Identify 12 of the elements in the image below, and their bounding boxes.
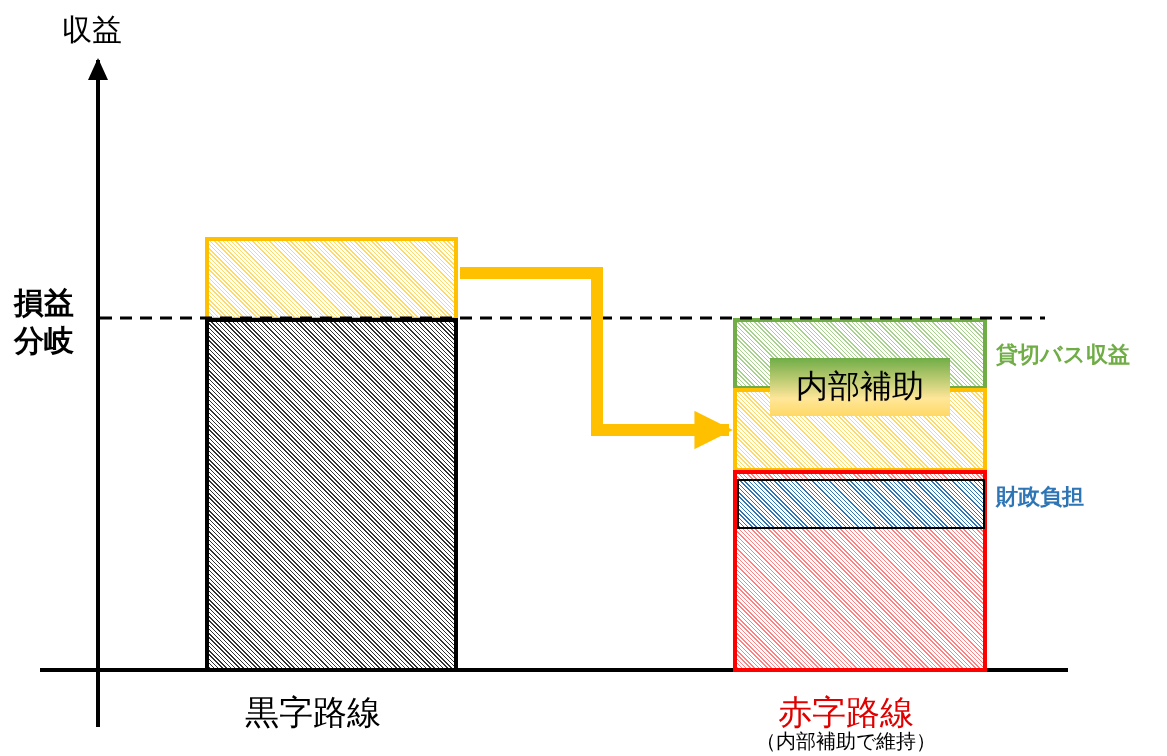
fiscal-burden-segment [737, 479, 985, 529]
surplus-bar-segment [205, 237, 458, 321]
break-even-label: 損益分岐 [14, 284, 75, 359]
bar-caption: 黒字路線 [245, 691, 381, 734]
segment-caption: 貸切バス収益 [996, 341, 1130, 369]
deficit-route-bar [733, 470, 987, 672]
arrow [460, 267, 733, 450]
bar-note: （内部補助で維持） [756, 729, 936, 755]
axis-title: 収益 [62, 11, 122, 49]
bar-caption: 赤字路線 [778, 691, 914, 732]
label-box: 内部補助 [770, 358, 950, 416]
segment-caption: 財政負担 [996, 483, 1084, 511]
